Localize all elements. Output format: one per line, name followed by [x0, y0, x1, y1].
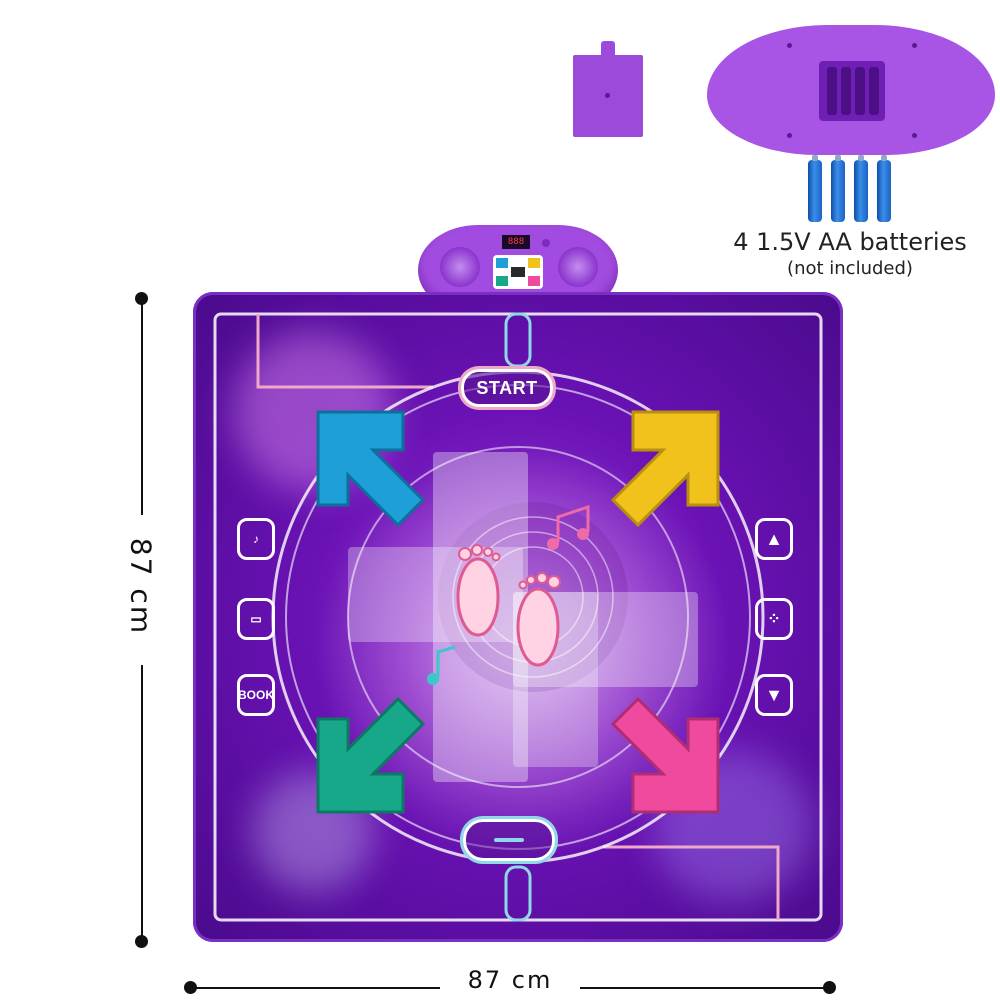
volume-up-button[interactable]: ▲ [755, 518, 793, 560]
battery-icon [854, 155, 868, 222]
dance-mode-button[interactable]: ♪ [237, 518, 275, 560]
dance-mode-icon: ♪ [253, 532, 259, 546]
minus-icon [494, 838, 524, 842]
width-dot-left [184, 981, 197, 994]
start-label: START [476, 377, 538, 398]
battery-subtitle: (not included) [787, 258, 913, 279]
digit-display: 888 [502, 235, 530, 249]
height-dot-top [135, 292, 148, 305]
battery-icon [831, 155, 845, 222]
arrow-down-left-icon [316, 696, 426, 814]
battery-title: 4 1.5V AA batteries [733, 228, 967, 256]
speaker-right [558, 247, 598, 287]
arrow-up-right-icon [610, 410, 720, 528]
speaker-left [440, 247, 480, 287]
mini-pad-icon [493, 255, 543, 289]
battery-cover [573, 41, 643, 137]
drum-mode-button[interactable]: ▭ [237, 598, 275, 640]
book-label: BOOK [238, 688, 274, 702]
footprint-right-icon [516, 572, 561, 667]
minus-button[interactable] [463, 819, 555, 861]
music-note-icon [427, 645, 456, 685]
power-button[interactable] [542, 239, 550, 247]
down-arrow-icon: ▼ [765, 684, 783, 705]
drum-icon: ▭ [250, 612, 262, 626]
height-label: 87 cm [124, 537, 158, 636]
battery-icon [808, 155, 822, 222]
footprint-left-icon [456, 544, 501, 637]
four-dots-icon: ⁘ [767, 611, 781, 628]
book-button[interactable]: BOOK [237, 674, 275, 716]
mode-button[interactable]: ⁘ [755, 598, 793, 640]
volume-down-button[interactable]: ▼ [755, 674, 793, 716]
music-note-icon [547, 504, 590, 550]
height-dot-bottom [135, 935, 148, 948]
width-label: 87 cm [440, 966, 580, 994]
up-arrow-icon: ▲ [765, 528, 783, 549]
arrow-down-right-icon [610, 696, 720, 814]
mat-pattern [213, 312, 823, 922]
start-button[interactable]: START [461, 369, 553, 407]
console-back [707, 25, 995, 155]
dance-mat: START ♪ ▭ BOOK ▲ ⁘ ▼ [193, 292, 843, 942]
arrow-up-left-icon [316, 410, 426, 528]
battery-icon [877, 155, 891, 222]
width-dot-right [823, 981, 836, 994]
